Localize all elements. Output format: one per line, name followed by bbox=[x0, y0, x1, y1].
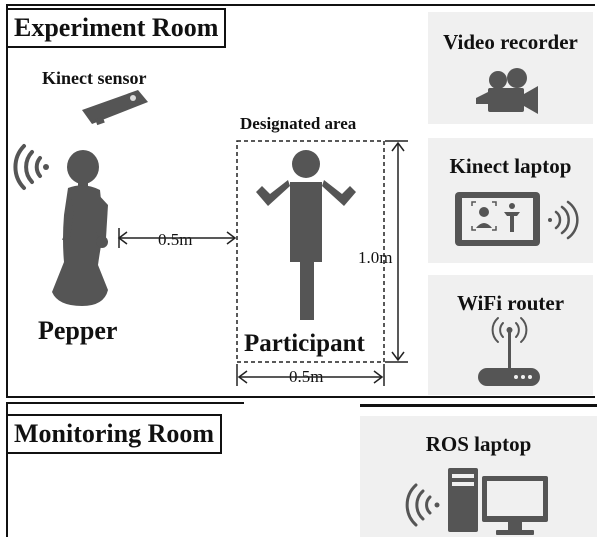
pepper-label: Pepper bbox=[38, 316, 118, 345]
video-recorder-label: Video recorder bbox=[443, 30, 578, 54]
kinect-sensor-icon bbox=[82, 90, 148, 126]
video-recorder-panel: Video recorder bbox=[428, 12, 593, 124]
monitoring-room-top-wall bbox=[360, 404, 597, 407]
participant-icon bbox=[256, 150, 356, 320]
kinect-laptop-label: Kinect laptop bbox=[449, 154, 572, 178]
wifi-router-icon bbox=[478, 317, 540, 386]
wifi-signal-icon bbox=[13, 144, 49, 190]
wifi-signal-icon bbox=[405, 483, 440, 527]
experiment-room-frame bbox=[6, 4, 595, 398]
experiment-room-bottom-wall bbox=[6, 402, 244, 404]
wifi-router-label: WiFi router bbox=[456, 291, 565, 315]
kinect-sensor-label: Kinect sensor bbox=[42, 68, 147, 88]
participant-label: Participant bbox=[244, 330, 365, 357]
wifi-signal-icon bbox=[548, 200, 579, 240]
kinect-laptop-icon bbox=[455, 192, 540, 246]
ros-laptop-label: ROS laptop bbox=[425, 432, 532, 456]
distance-robot-area-label: 0.5m bbox=[156, 230, 195, 250]
area-height-label: 1.0m bbox=[356, 246, 395, 270]
width-dimension bbox=[236, 364, 385, 386]
monitoring-room-title: Monitoring Room bbox=[6, 414, 223, 454]
height-dimension bbox=[385, 140, 408, 363]
designated-area-box bbox=[236, 140, 385, 363]
experiment-room-title: Experiment Room bbox=[6, 8, 227, 48]
ros-laptop-panel: ROS laptop bbox=[360, 416, 597, 537]
video-camera-icon bbox=[476, 68, 538, 114]
pepper-robot-icon bbox=[52, 150, 108, 306]
monitoring-room-left-wall bbox=[6, 404, 8, 537]
distance-arrow bbox=[117, 228, 237, 248]
desktop-computer-icon bbox=[448, 468, 548, 535]
designated-area-label: Designated area bbox=[240, 114, 357, 133]
